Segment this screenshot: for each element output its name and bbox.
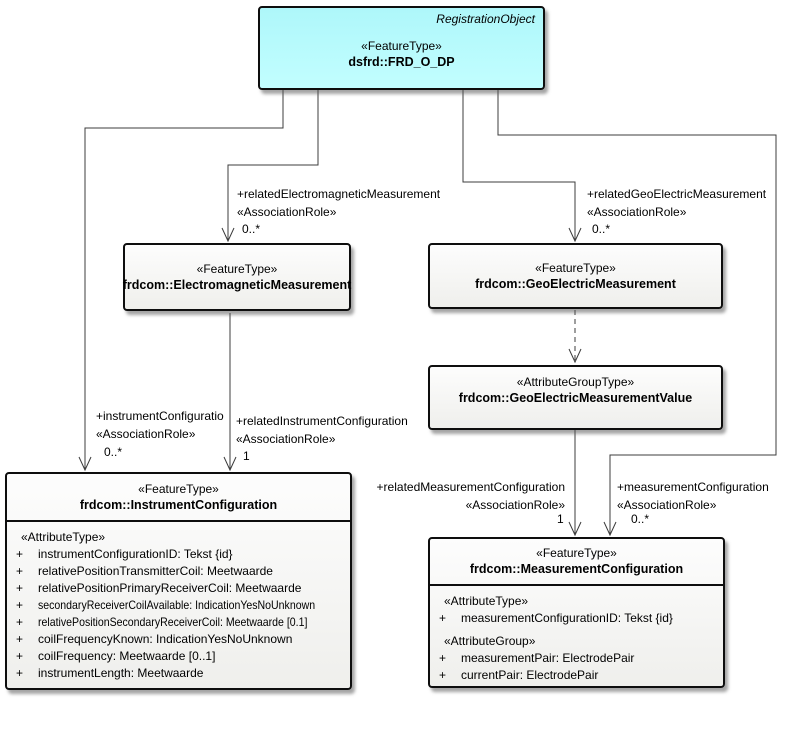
node-electromagnetic-measurement[interactable]: «FeatureType» frdcom::ElectromagneticMea… — [123, 243, 351, 311]
stereotype-label: «FeatureType» — [535, 260, 616, 275]
node-name: frdcom::GeoElectricMeasurement — [475, 276, 676, 291]
edge-geoelectricvalue-to-measurement-configuration[interactable] — [568, 430, 582, 537]
edge-line — [462, 90, 576, 241]
node-name: dsfrd::FRD_O_DP — [348, 54, 455, 69]
node-name: frdcom::ElectromagneticMeasurement — [122, 277, 352, 292]
attribute-text: relativePositionTransmitterCoil: Meetwaa… — [38, 564, 273, 578]
attribute-compartment: «AttributeType» + instrumentConfiguratio… — [7, 522, 350, 682]
role-name: +relatedElectromagneticMeasurement — [237, 187, 441, 201]
role-stereotype: «AssociationRole» — [236, 432, 336, 446]
node-instrument-configuration[interactable]: «FeatureType» frdcom::InstrumentConfigur… — [5, 472, 352, 690]
attribute-row[interactable]: + relativePositionPrimaryReceiverCoil: M… — [7, 580, 350, 597]
attribute-row[interactable]: + currentPair: ElectrodePair — [430, 667, 723, 684]
multiplicity: 0..* — [104, 445, 123, 459]
attribute-row[interactable]: + instrumentConfigurationID: Tekst {id} — [7, 546, 350, 563]
edge-label-related-electromagnetic-measurement: +relatedElectromagneticMeasurement «Asso… — [237, 185, 440, 221]
attribute-row[interactable]: + relativePositionTransmitterCoil: Meetw… — [7, 563, 350, 580]
role-stereotype: «AssociationRole» — [465, 498, 565, 512]
open-arrowhead-icon — [603, 521, 617, 537]
stereotype-label: «FeatureType» — [196, 261, 278, 276]
attribute-text: relativePositionPrimaryReceiverCoil: Mee… — [38, 581, 302, 595]
open-arrowhead-icon — [568, 521, 582, 537]
multiplicity: 1 — [557, 512, 564, 526]
node-name: frdcom::MeasurementConfiguration — [469, 562, 684, 576]
attribute-row[interactable]: + coilFrequencyKnown: IndicationYesNoUnk… — [7, 631, 350, 648]
attribute-compartment: «AttributeType» + measurementConfigurati… — [430, 586, 723, 684]
visibility-plus: + — [16, 666, 24, 680]
attribute-row[interactable]: + relativePositionSecondaryReceiverCoil:… — [7, 614, 350, 631]
visibility-plus: + — [16, 547, 24, 561]
attribute-text: instrumentConfigurationID: Tekst {id} — [38, 547, 233, 561]
node-measurement-configuration[interactable]: «FeatureType» frdcom::MeasurementConfigu… — [428, 537, 725, 688]
attribute-text: relativePositionSecondaryReceiverCoil: M… — [38, 615, 308, 629]
role-name: +relatedInstrumentConfiguration — [236, 414, 408, 428]
open-arrowhead-icon — [568, 227, 582, 243]
edge-label-instrument-configuration: +instrumentConfiguratio «AssociationRole… — [96, 407, 224, 443]
edge-line — [497, 90, 777, 535]
stereotype-label: «FeatureType» — [138, 481, 219, 496]
node-frd-o-dp[interactable]: RegistrationObject «FeatureType» dsfrd::… — [258, 6, 545, 90]
role-name: +relatedGeoElectricMeasurement — [587, 187, 767, 201]
attribute-row[interactable]: + instrumentLength: Meetwaarde — [7, 665, 350, 682]
multiplicity: 0..* — [592, 222, 611, 236]
node-name: frdcom::GeoElectricMeasurementValue — [458, 391, 693, 406]
role-name: +instrumentConfiguratio — [96, 409, 224, 423]
open-arrowhead-icon — [78, 456, 92, 472]
visibility-plus: + — [16, 598, 24, 612]
role-name: +relatedMeasurementConfiguration — [376, 480, 565, 494]
attribute-row[interactable]: + secondaryReceiverCoilAvailable: Indica… — [7, 597, 350, 614]
node-geoelectric-measurement[interactable]: «FeatureType» frdcom::GeoElectricMeasure… — [428, 243, 723, 309]
visibility-plus: + — [16, 564, 24, 578]
edge-electromagnetic-to-instrument-configuration[interactable] — [223, 313, 237, 472]
edge-geoelectric-dependency-dashed[interactable] — [568, 310, 582, 364]
stereotype-label: «AttributeGroupType» — [516, 375, 635, 390]
attribute-group-header: «AttributeGroup» — [444, 634, 536, 648]
attribute-type-header: «AttributeType» — [444, 594, 529, 608]
multiplicity: 0..* — [631, 512, 650, 526]
role-name: +measurementConfiguration — [617, 480, 769, 494]
open-arrowhead-icon — [568, 348, 582, 364]
visibility-plus: + — [439, 668, 447, 682]
edge-label-related-geoelectric-measurement: +relatedGeoElectricMeasurement «Associat… — [587, 185, 766, 221]
stereotype-label: «FeatureType» — [361, 38, 442, 53]
attribute-row[interactable]: + coilFrequency: Meetwaarde [0..1] — [7, 648, 350, 665]
open-arrowhead-icon — [223, 456, 237, 472]
edge-frd-to-geoelectric-measurement[interactable] — [462, 90, 582, 243]
edge-label-related-measurement-configuration: +relatedMeasurementConfiguration «Associ… — [370, 478, 565, 514]
node-name: frdcom::InstrumentConfiguration — [79, 497, 278, 512]
attribute-text: currentPair: ElectrodePair — [461, 668, 599, 682]
visibility-plus: + — [16, 649, 24, 663]
attribute-text: coilFrequencyKnown: IndicationYesNoUnkno… — [38, 632, 293, 646]
visibility-plus: + — [16, 581, 24, 595]
attribute-type-header: «AttributeType» — [21, 530, 106, 544]
attribute-row[interactable]: + measurementPair: ElectrodePair — [430, 650, 723, 667]
attribute-text: instrumentLength: Meetwaarde — [38, 666, 204, 680]
open-arrowhead-icon — [221, 227, 235, 243]
visibility-plus: + — [16, 632, 24, 646]
multiplicity: 1 — [243, 449, 250, 463]
role-stereotype: «AssociationRole» — [237, 205, 337, 219]
visibility-plus: + — [16, 615, 24, 629]
stereotype-label: «FeatureType» — [536, 546, 617, 560]
attribute-text: coilFrequency: Meetwaarde [0..1] — [38, 649, 216, 663]
role-stereotype: «AssociationRole» — [617, 498, 717, 512]
edge-frd-to-measurement-configuration[interactable] — [497, 90, 777, 537]
visibility-plus: + — [439, 651, 447, 665]
attribute-text: measurementPair: ElectrodePair — [461, 651, 635, 665]
visibility-plus: + — [439, 611, 447, 625]
role-stereotype: «AssociationRole» — [96, 427, 196, 441]
attribute-text: measurementConfigurationID: Tekst {id} — [461, 611, 673, 625]
role-stereotype: «AssociationRole» — [587, 205, 687, 219]
edge-label-related-instrument-configuration: +relatedInstrumentConfiguration «Associa… — [236, 412, 408, 448]
multiplicity: 0..* — [242, 222, 261, 236]
node-geoelectric-measurement-value[interactable]: «AttributeGroupType» frdcom::GeoElectric… — [428, 365, 723, 430]
registration-object-tag: RegistrationObject — [436, 12, 535, 26]
edge-label-measurement-configuration: +measurementConfiguration «AssociationRo… — [617, 478, 769, 514]
attribute-text: secondaryReceiverCoilAvailable: Indicati… — [38, 598, 316, 612]
attribute-row[interactable]: + measurementConfigurationID: Tekst {id} — [430, 610, 723, 627]
